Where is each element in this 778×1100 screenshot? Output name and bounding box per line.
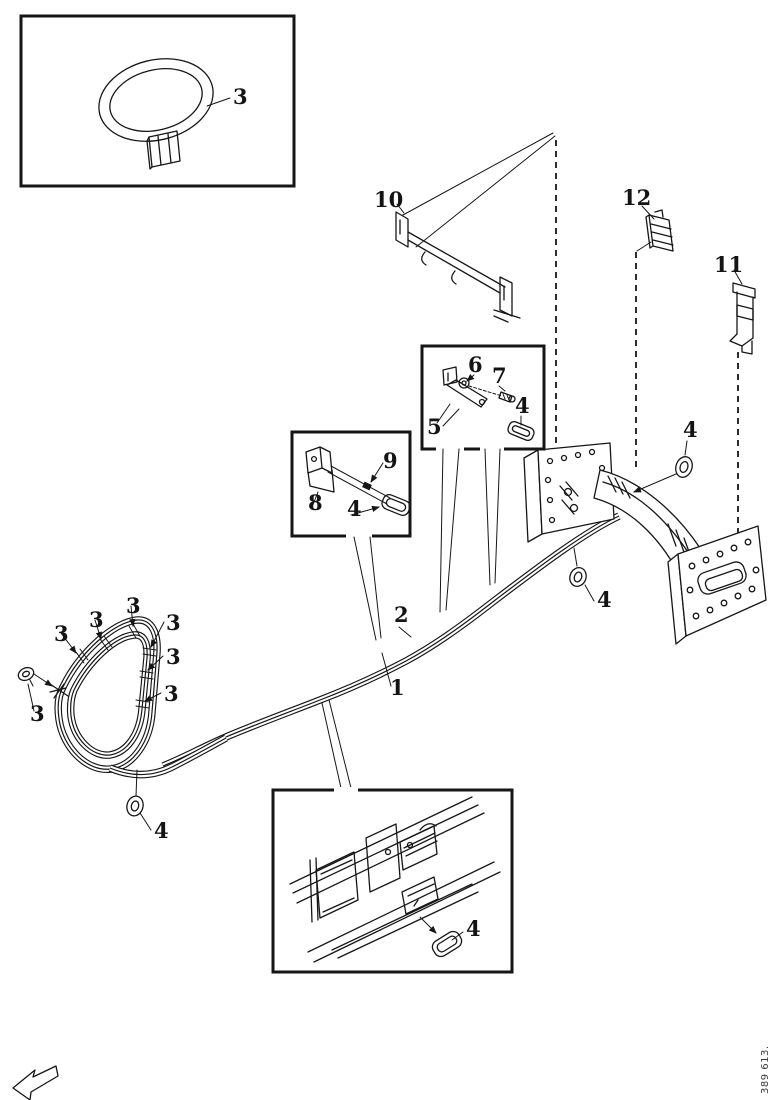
part-callout-4a: 4 [515, 393, 530, 418]
detail-box-a-border [420, 344, 546, 451]
end-clip-drawing [17, 666, 35, 687]
part-callout-4b: 4 [347, 496, 362, 521]
part-callout-clip-2: 3 [89, 607, 104, 632]
part-callout-9: 9 [383, 448, 398, 473]
figure-number: 389 613. [760, 1045, 771, 1094]
part-callout-grommet-upper: 4 [683, 417, 698, 442]
tube-assembly-drawing [17, 512, 621, 817]
loop-clip-mark [135, 699, 150, 709]
part-callout-7: 7 [492, 363, 507, 388]
part-callout-5: 5 [427, 414, 442, 439]
mount-plate-12-drawing: 12 [622, 185, 674, 252]
part-callout-grommet-lower: 4 [597, 587, 612, 612]
part-callout-frame-sleeve: 4 [466, 916, 481, 941]
frame-detail-inset: 4 [271, 699, 514, 974]
sleeve-4a-drawing [507, 420, 535, 442]
sleeve-4b-drawing [381, 493, 411, 517]
front-direction-arrow-icon [12, 1065, 59, 1100]
screw-9-drawing [362, 481, 372, 491]
bracket-8-drawing [305, 446, 335, 493]
dashed-alignment-lines [555, 140, 739, 543]
clip-detail-inset: 3 [19, 14, 296, 188]
detail-box-a: 6 7 5 4 [420, 344, 546, 613]
right-plate-slot [697, 561, 747, 595]
part-callout-tube-1: 1 [390, 675, 405, 700]
part-callout-clip-1: 3 [54, 621, 69, 646]
part-callout-tube-2: 2 [394, 602, 409, 627]
tube-knot [49, 683, 69, 699]
crossmember-right-plate [677, 525, 767, 637]
detail-box-b: 9 8 4 [290, 430, 412, 641]
part-callout-clip-4: 3 [166, 610, 181, 635]
grommet-upper-drawing [633, 440, 693, 493]
left-plate-holes [544, 448, 608, 524]
right-plate-holes [686, 538, 760, 620]
inset-box-border [19, 14, 296, 188]
screw-7-drawing [498, 391, 516, 403]
part-callout-clip-inset: 3 [233, 84, 248, 109]
grommet-lower-drawing [569, 547, 595, 602]
frame-rail-drawing [289, 796, 501, 963]
loop-clip-mark [99, 635, 113, 651]
side-bracket-11-drawing: 11 [714, 252, 756, 355]
main-tube-run [161, 512, 621, 770]
hose-loop-callouts: 3 3 3 3 3 3 3 4 [27, 593, 181, 843]
hose-loop-drawing [17, 616, 228, 817]
frame-sleeve-4-drawing [431, 930, 463, 958]
part-callout-clip-3: 3 [126, 593, 141, 618]
part-callout-loop-grommet: 4 [154, 818, 169, 843]
part-callout-end-clip: 3 [30, 701, 45, 726]
nut-6-drawing [458, 377, 470, 389]
loop-grommet-drawing [126, 795, 144, 817]
loop-clip-mark [139, 670, 154, 680]
part-callout-clip-6: 3 [164, 681, 179, 706]
crossmember-left-plate [537, 442, 615, 535]
part-callout-clip-5: 3 [166, 644, 181, 669]
part-callout-11: 11 [714, 252, 743, 277]
tube-callouts: 2 1 [381, 602, 412, 700]
part-callout-8: 8 [308, 490, 323, 515]
part-callout-6: 6 [468, 352, 483, 377]
crossmember-drawing: 4 4 [523, 417, 767, 645]
bracket-5-drawing [442, 366, 488, 408]
loop-clip-mark [75, 648, 89, 664]
part-callout-10: 10 [374, 187, 403, 212]
part-callout-12: 12 [622, 185, 651, 210]
loop-clip-mark [142, 647, 157, 657]
upper-bracket-10-drawing: 10 [374, 132, 556, 323]
